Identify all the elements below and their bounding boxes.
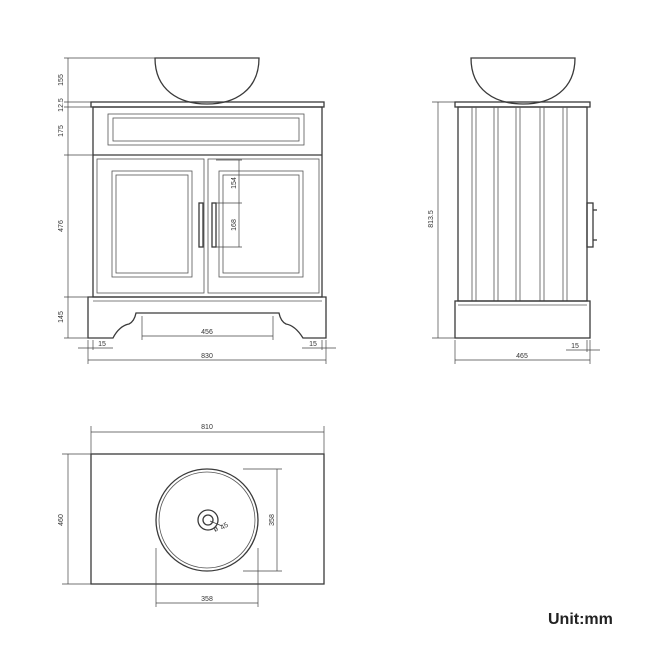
plinth-cutout-label: 456 [201, 329, 213, 336]
side-basin [470, 57, 576, 105]
left-door-panel [111, 170, 193, 278]
handle-length-label: 168 [231, 219, 238, 231]
side-handle [586, 202, 594, 248]
right-door-panel-inner [222, 174, 300, 274]
unit-label: Unit:mm [548, 611, 613, 628]
top-width-label: 810 [201, 424, 213, 431]
front-view: 830 15 15 456 155 12.5 175 476 145 154 1… [58, 57, 336, 364]
door-height-label: 476 [58, 220, 65, 232]
top-view: 45 ø 810 460 358 358 [58, 424, 325, 607]
top-countertop [90, 453, 325, 585]
waste-diameter-label: 45 [220, 522, 230, 532]
top-basin-inner [158, 471, 256, 569]
drawer-panel-inner [112, 117, 300, 142]
front-right-inset-label: 15 [309, 341, 317, 348]
right-door-outer [207, 158, 320, 294]
right-door-handle [211, 202, 217, 248]
waste-inner [202, 514, 214, 526]
front-basin [154, 57, 260, 105]
waste-outer [197, 509, 219, 531]
side-plinth [454, 300, 591, 339]
side-depth-label: 465 [516, 353, 528, 360]
top-thickness-label: 12.5 [58, 98, 65, 112]
left-door-handle [198, 202, 204, 248]
plinth-height-label: 145 [58, 311, 65, 323]
front-width-label: 830 [201, 353, 213, 360]
side-view: 813.5 465 15 [428, 57, 600, 364]
drawer-panel-outer [107, 113, 305, 146]
front-cabinet-body [92, 106, 323, 298]
basin-depth-label: 358 [269, 514, 276, 526]
front-plinth [87, 296, 327, 339]
left-door-panel-inner [115, 174, 189, 274]
top-basin-outer [155, 468, 259, 572]
diameter-symbol: ø [213, 525, 221, 534]
basin-height-label: 155 [58, 74, 65, 86]
side-inset-label: 15 [571, 343, 579, 350]
side-cabinet-body [457, 106, 588, 302]
handle-offset-label: 154 [231, 177, 238, 189]
right-door-panel [218, 170, 304, 278]
side-height-label: 813.5 [428, 210, 435, 228]
top-depth-label: 460 [58, 514, 65, 526]
front-left-inset-label: 15 [98, 341, 106, 348]
basin-width-label: 358 [201, 596, 213, 603]
drawer-height-label: 175 [58, 125, 65, 137]
left-door-outer [96, 158, 205, 294]
